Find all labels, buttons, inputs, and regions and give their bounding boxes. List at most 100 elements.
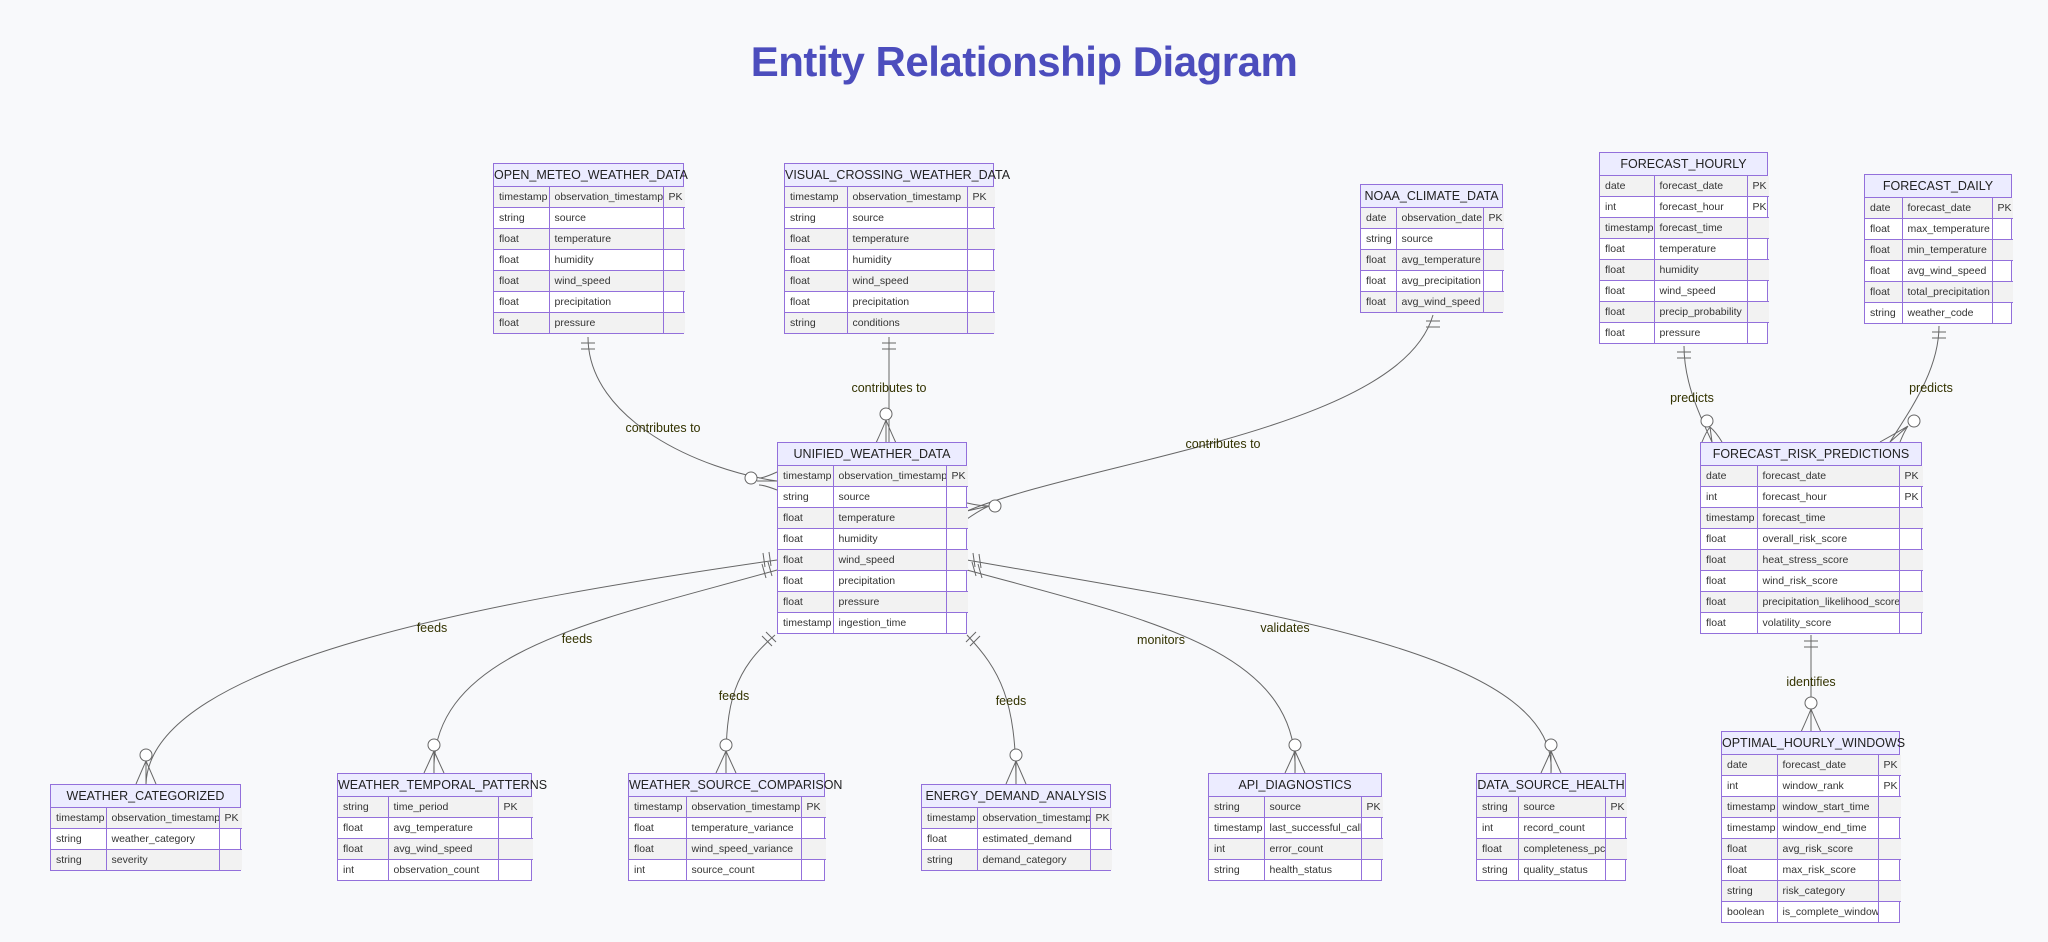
attribute-key [1090, 849, 1112, 870]
attribute-key: PK [1090, 808, 1112, 829]
attribute-name: humidity [833, 528, 947, 550]
attribute-type: float [494, 228, 550, 250]
attribute-type: float [1600, 238, 1655, 260]
cardinality-one-mark [762, 551, 772, 568]
attribute-key [498, 817, 533, 839]
attribute-type: float [629, 838, 687, 860]
relationship-label: feeds [719, 689, 750, 703]
attribute-key [801, 838, 826, 860]
cardinality-many-mark [1879, 425, 1909, 443]
attribute-type: string [338, 797, 389, 818]
cardinality-zero-mark [1700, 414, 1714, 428]
relationship-label: predicts [1909, 381, 1953, 395]
cardinality-zero-mark [1804, 696, 1818, 710]
attribute-name: completeness_pct [1518, 838, 1606, 860]
attribute-type: float [338, 838, 389, 860]
attribute-type: timestamp [1600, 217, 1655, 239]
entity-title: OPTIMAL_HOURLY_WINDOWS [1722, 732, 1905, 755]
attribute-key [967, 228, 995, 250]
attribute-type: int [338, 859, 389, 880]
attribute-key [1992, 260, 2013, 282]
attribute-name: source [847, 207, 968, 229]
attribute-type: timestamp [778, 612, 834, 633]
relationship-line [1889, 325, 1940, 443]
attribute-type: timestamp [629, 797, 687, 818]
attribute-name: humidity [549, 249, 664, 271]
attribute-key: PK [967, 187, 995, 208]
attribute-key [1899, 507, 1923, 529]
attribute-type: float [1865, 218, 1903, 240]
attribute-name: observation_timestamp [106, 808, 220, 829]
attribute-key [1992, 281, 2013, 303]
attribute-name: avg_risk_score [1777, 838, 1879, 860]
attribute-type: float [785, 270, 848, 292]
cardinality-zero-mark [879, 407, 893, 421]
attribute-name: observation_timestamp [847, 187, 968, 208]
relationship-line [966, 634, 1017, 785]
relationship-label: feeds [996, 694, 1027, 708]
attribute-name: weather_category [106, 828, 220, 850]
attribute-name: demand_category [977, 849, 1091, 870]
attribute-name: is_complete_window [1777, 901, 1879, 922]
cardinality-zero-mark [1907, 414, 1921, 428]
attribute-name: conditions [847, 312, 968, 333]
attribute-type: string [1209, 797, 1265, 818]
cardinality-zero-mark [427, 738, 441, 752]
attribute-name: source [833, 486, 947, 508]
attribute-key [967, 207, 995, 229]
cardinality-many-mark [966, 502, 990, 520]
attribute-type: timestamp [1701, 507, 1758, 529]
attribute-type: float [778, 549, 834, 571]
attribute-key [1747, 238, 1769, 260]
entity-title: ENERGY_DEMAND_ANALYSIS [922, 785, 1110, 808]
attribute-key [663, 249, 685, 271]
entity-title: FORECAST_DAILY [1865, 175, 2011, 198]
cardinality-zero-mark [988, 499, 1002, 513]
attribute-name: avg_wind_speed [388, 838, 499, 860]
attribute-name: forecast_hour [1654, 196, 1748, 218]
attribute-name: weather_code [1902, 302, 1993, 323]
entity-title: OPEN_METEO_WEATHER_DATA [494, 164, 688, 187]
attribute-name: precip_probability [1654, 301, 1748, 323]
attribute-type: float [785, 249, 848, 271]
attribute-type: int [1209, 838, 1265, 860]
entity-title: API_DIAGNOSTICS [1209, 774, 1381, 797]
entity-title: FORECAST_HOURLY [1600, 153, 1767, 176]
attribute-key: PK [1361, 797, 1383, 818]
attribute-key: PK [1878, 775, 1901, 797]
attribute-type: float [1701, 570, 1758, 592]
attribute-key [946, 570, 968, 592]
attribute-name: window_start_time [1777, 796, 1879, 818]
attribute-type: float [1701, 591, 1758, 613]
attribute-key [1605, 860, 1627, 881]
attribute-name: source [1264, 797, 1362, 818]
cardinality-zero-mark [1288, 738, 1302, 752]
attribute-type: string [1361, 228, 1397, 250]
attribute-name: source [1396, 228, 1484, 250]
attribute-type: int [629, 859, 687, 880]
attribute-name: avg_wind_speed [1396, 291, 1484, 312]
attribute-type: float [778, 570, 834, 592]
attribute-type: float [629, 817, 687, 839]
attribute-key: PK [801, 797, 826, 818]
relationship-line [587, 336, 778, 482]
cardinality-zero-mark [1009, 748, 1023, 762]
attribute-name: max_temperature [1902, 218, 1993, 240]
attribute-key [967, 270, 995, 292]
